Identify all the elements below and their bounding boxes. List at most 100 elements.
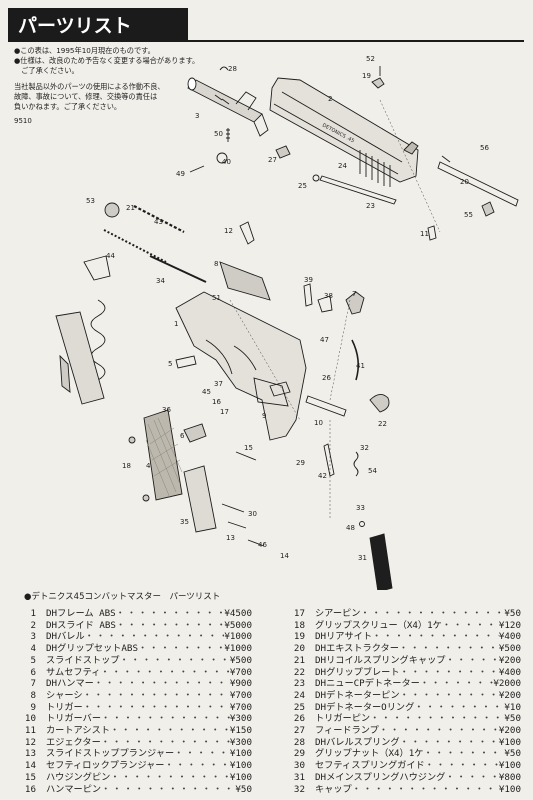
- callout-29: 29: [296, 459, 305, 467]
- part-number: 30: [293, 760, 305, 772]
- callout-1: 1: [174, 320, 178, 328]
- callout-17: 17: [220, 408, 229, 416]
- part-number: 7: [30, 678, 36, 690]
- part-number: 27: [293, 725, 305, 737]
- mainspring-housing-part: [369, 533, 393, 590]
- part-name: DHスライド ABS: [46, 619, 116, 631]
- exploded-diagram: 1 2 3 4 5 6 7 8 9 10 11 12 13 14 15 16 1…: [55, 55, 519, 590]
- part-name: DHグリップブレート: [315, 666, 400, 678]
- part-name: トリガー: [46, 701, 83, 713]
- chassis-part: [219, 261, 271, 301]
- part-number: 26: [293, 713, 305, 725]
- callout-44: 44: [106, 252, 115, 260]
- part-price: ¥500: [498, 643, 521, 655]
- callout-36: 36: [162, 406, 171, 414]
- part-name: セフティロックプランジャー: [46, 760, 165, 772]
- part-name: エジェクター: [46, 736, 101, 748]
- parts-row: 26 トリガーピン ¥50: [285, 713, 521, 725]
- part-number: 6: [30, 666, 36, 678]
- detonator-part: [319, 175, 397, 205]
- part-number: 1: [30, 608, 36, 619]
- extractor-part: [437, 161, 519, 207]
- callout-27: 27: [268, 156, 277, 164]
- part-price: ¥200: [498, 654, 521, 666]
- callout-38: 38: [324, 292, 333, 300]
- part-price: ¥50: [504, 608, 521, 619]
- callout-37: 37: [214, 380, 223, 388]
- part-price: ¥300: [229, 713, 252, 725]
- callout-24: 24: [338, 162, 347, 170]
- callout-52: 52: [366, 55, 375, 63]
- callout-11: 11: [420, 230, 429, 238]
- part-name: トリガーバー: [46, 713, 102, 725]
- callout-26: 26: [322, 374, 331, 382]
- callout-7: 7: [352, 290, 356, 298]
- part-number: 18: [293, 619, 305, 631]
- callout-15: 15: [244, 444, 253, 452]
- part-price: ¥150: [229, 725, 252, 737]
- part-number: 16: [24, 783, 36, 795]
- callout-6: 6: [180, 432, 185, 440]
- bushing-part: [216, 152, 228, 164]
- guide-rod-part: [149, 255, 207, 283]
- part-price: ¥50: [504, 713, 521, 725]
- part-name: トリガーピン: [315, 713, 371, 725]
- barrel-part: [187, 77, 269, 137]
- part-price: ¥5000: [224, 619, 252, 631]
- part-price: ¥100: [498, 783, 521, 795]
- ejector-part: [239, 221, 255, 245]
- part-price: ¥300: [229, 736, 252, 748]
- callout-9: 9: [262, 412, 266, 420]
- callout-33: 33: [356, 504, 365, 512]
- part-price: ¥1000: [224, 631, 252, 643]
- callout-23: 23: [366, 202, 375, 210]
- part-number: 9: [30, 701, 36, 713]
- part-name: スライドストップ: [46, 654, 120, 666]
- disclaimer-line: 負いかねます。ご了承ください。: [14, 102, 122, 111]
- part-number: 23: [293, 678, 305, 690]
- callout-55: 55: [464, 211, 473, 219]
- callout-42: 42: [318, 472, 327, 480]
- spring-cap-part: [104, 202, 120, 218]
- callout-47: 47: [320, 336, 329, 344]
- callout-53: 53: [86, 197, 95, 205]
- part-number: 15: [24, 771, 36, 783]
- part-name: DHバレルスプリング: [315, 736, 400, 748]
- document-code: 9510: [14, 117, 32, 125]
- part-price: ¥200: [498, 725, 521, 737]
- part-price: ¥10: [504, 701, 521, 713]
- part-number: 8: [30, 689, 36, 701]
- callout-41: 41: [356, 362, 365, 370]
- part-price: ¥50: [235, 783, 252, 795]
- part-price: ¥400: [498, 666, 521, 678]
- callout-45: 45: [202, 388, 211, 396]
- part-price: ¥4500: [224, 608, 252, 619]
- part-number: 11: [24, 725, 36, 737]
- part-price: ¥700: [229, 689, 252, 701]
- frame-part: [175, 291, 307, 441]
- part-number: 31: [293, 771, 305, 783]
- part-price: ¥1000: [224, 643, 252, 655]
- part-price: ¥120: [498, 619, 521, 631]
- callout-18: 18: [122, 462, 131, 470]
- callout-5: 5: [168, 360, 172, 368]
